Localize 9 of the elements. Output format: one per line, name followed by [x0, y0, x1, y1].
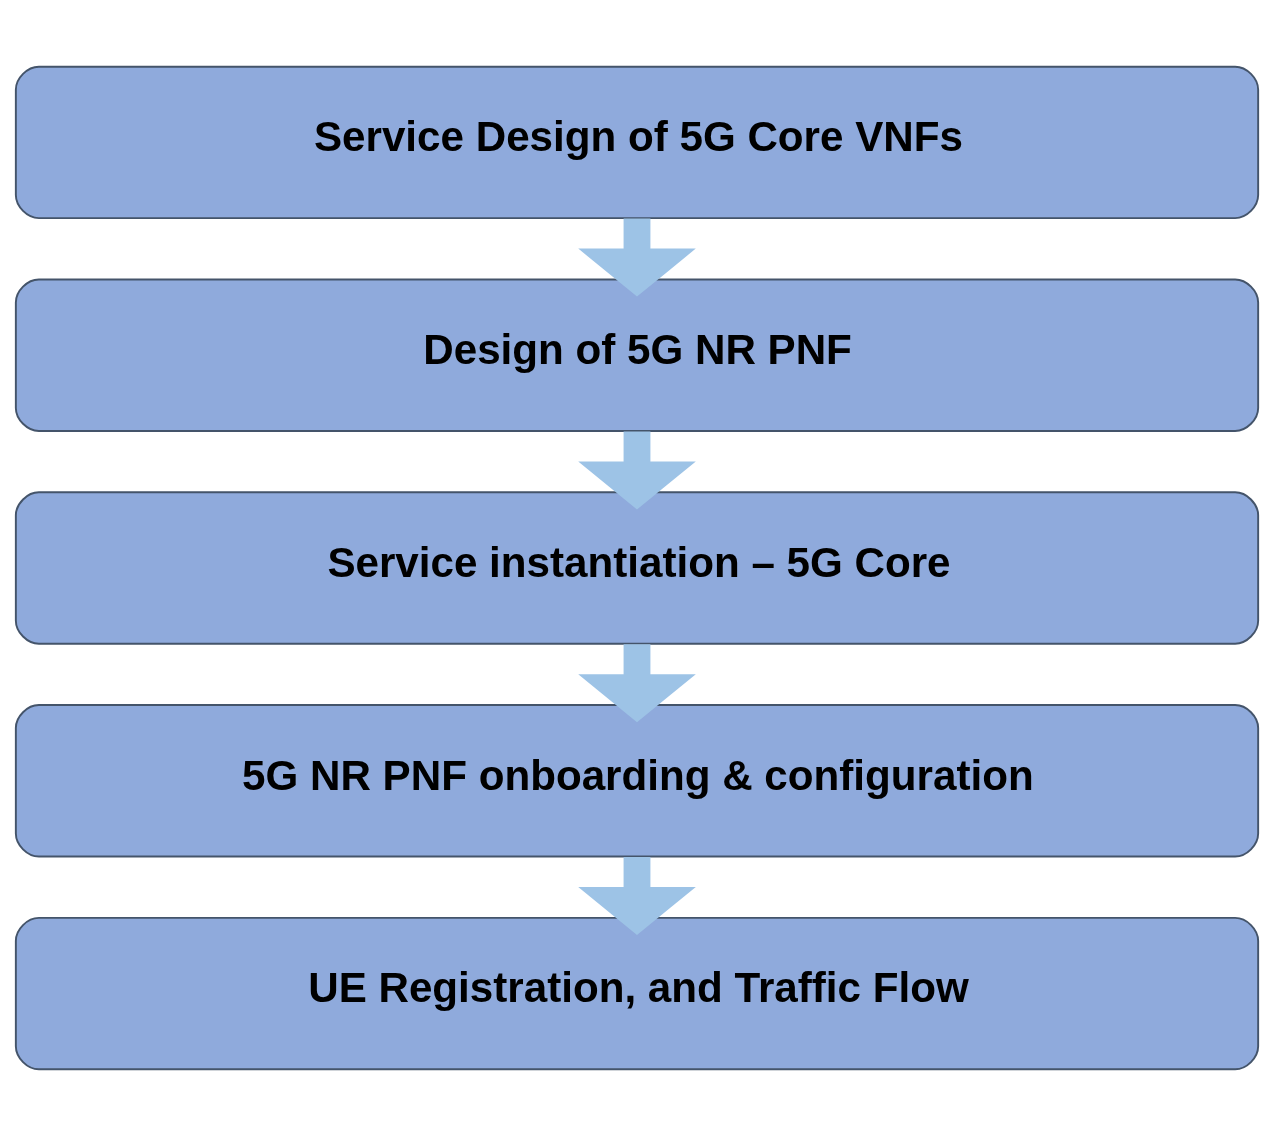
arrow [578, 857, 696, 935]
node-box: Service instantiation – 5G Core [14, 491, 1260, 645]
node-box: 5G NR PNF onboarding & configuration [14, 704, 1260, 858]
node-box: Design of 5G NR PNF [14, 278, 1260, 432]
arrow [578, 218, 696, 297]
arrow [578, 644, 696, 723]
arrow [578, 431, 696, 510]
node-box: Service Design of 5G Core VNFs [14, 65, 1260, 220]
node-box: UE Registration, and Traffic Flow [14, 916, 1260, 1071]
